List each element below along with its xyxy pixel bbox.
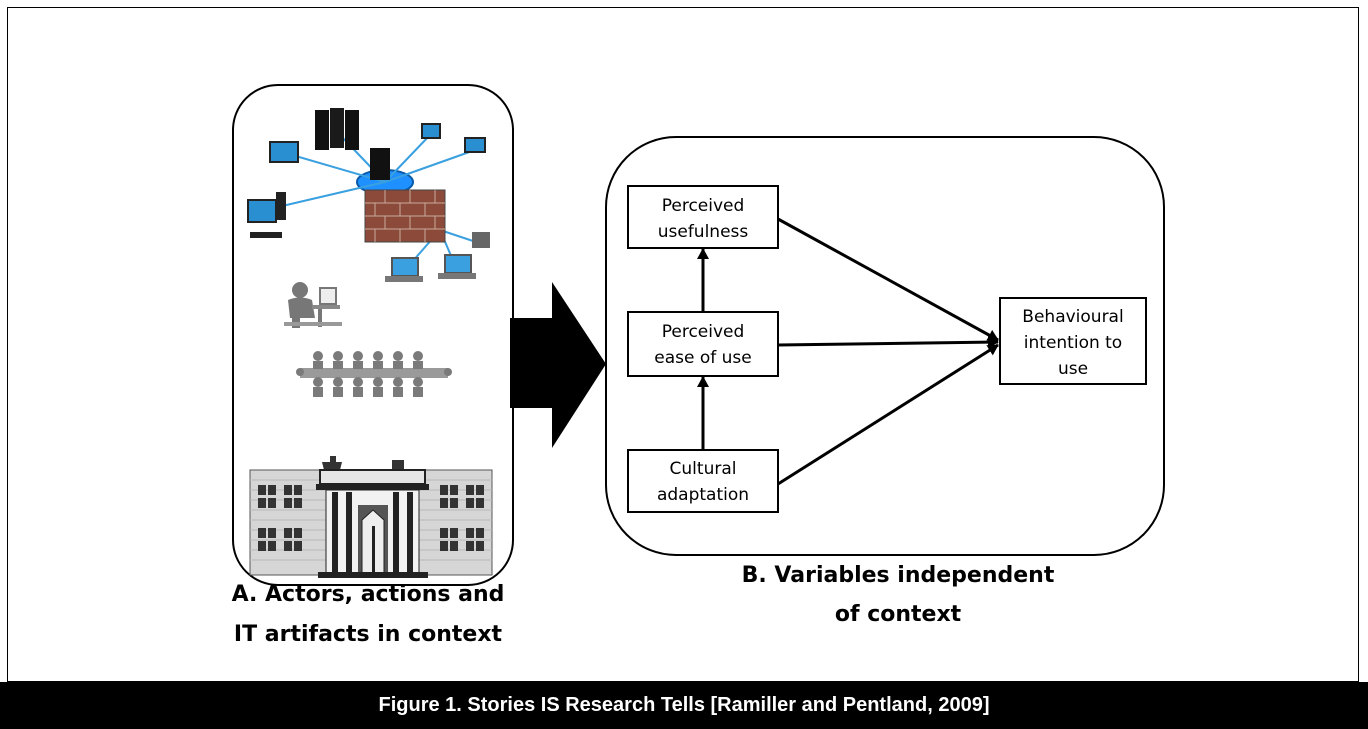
panel-b-caption: B. Variables independent [742, 563, 1055, 588]
edge-cultural-to-intention [777, 343, 999, 486]
building-icon [249, 456, 493, 578]
node-label-line: usefulness [658, 222, 749, 242]
meeting-icon [296, 351, 452, 397]
node-cultural-adaptation: Cultural adaptation [627, 449, 779, 513]
node-behavioural-intention: Behavioural intention to use [999, 297, 1147, 385]
panel-a-caption: A. Actors, actions and [232, 582, 505, 607]
context-transition-arrow [510, 282, 606, 448]
node-label-line: Cultural [670, 459, 737, 479]
figure-caption-bar: Figure 1. Stories IS Research Tells [Ram… [0, 682, 1368, 729]
model-edges [697, 217, 999, 486]
node-label-line: intention to [1024, 333, 1122, 353]
node-label-line: Behavioural [1022, 307, 1123, 327]
node-label-line: Perceived [662, 196, 745, 216]
panel-a-caption: IT artifacts in context [234, 622, 503, 647]
computer-worker-icon [284, 282, 342, 328]
figure-caption: Figure 1. Stories IS Research Tells [Ram… [378, 694, 990, 716]
network-icon [247, 108, 490, 282]
panel-b-caption: of context [835, 602, 962, 627]
diagram-canvas: Perceived usefulness Perceived ease of u… [232, 84, 1165, 647]
node-label-line: ease of use [654, 348, 751, 368]
node-label-line: adaptation [657, 485, 749, 505]
node-label-line: use [1058, 359, 1088, 379]
node-perceived-ease-of-use: Perceived ease of use [627, 311, 779, 377]
node-label-line: Perceived [662, 322, 745, 342]
edge-usefulness-to-intention [777, 217, 999, 342]
node-perceived-usefulness: Perceived usefulness [627, 185, 779, 249]
edge-ease-to-intention [777, 336, 999, 349]
